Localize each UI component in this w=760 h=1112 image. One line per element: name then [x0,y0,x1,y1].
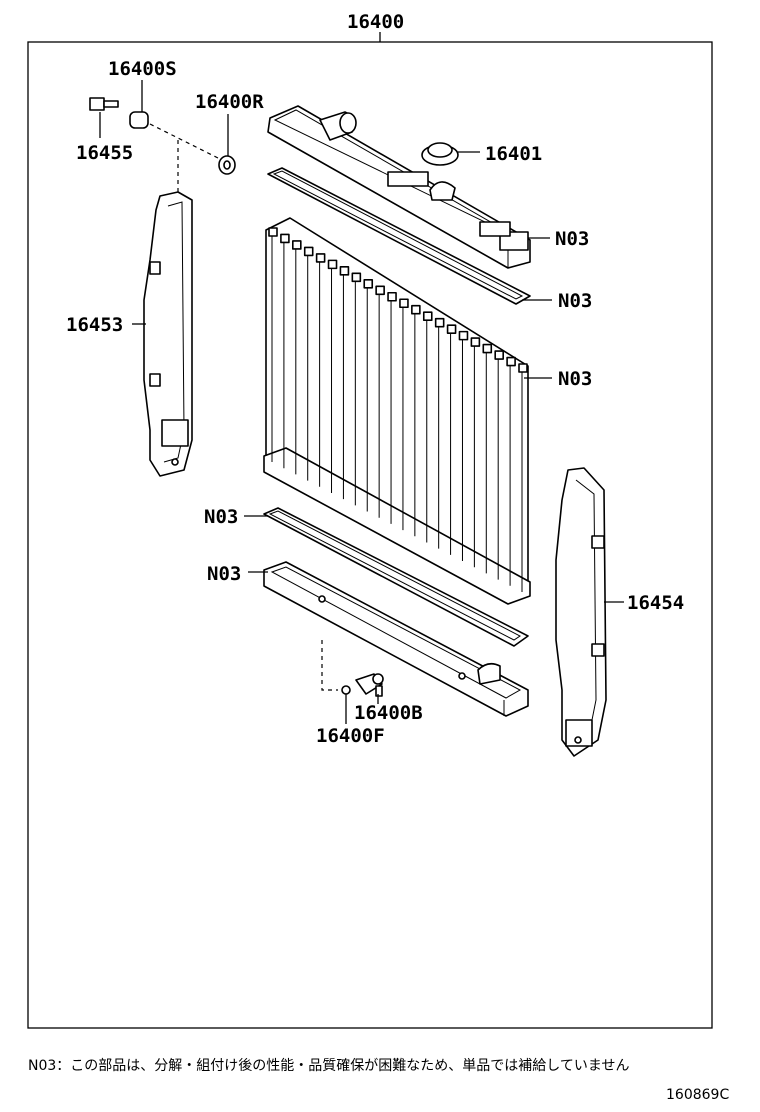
core-header-tab [399,298,409,309]
radiator-cap-icon [421,142,459,166]
core-header-tab [303,246,314,257]
core-header-tab [506,356,516,367]
label-n03-gasket-upper: N03 [558,290,592,312]
bolt-icon [89,97,119,111]
core-header-tab [518,363,528,373]
label-bolt: 16455 [76,142,133,164]
label-plug-r: 16400R [195,91,264,113]
label-assembly: 16400 [347,11,404,33]
label-support-right: 16454 [627,592,684,614]
label-n03-gasket-lower: N03 [204,506,238,528]
label-plug-s: 16400S [108,58,177,80]
drain-gasket-icon [341,685,351,695]
core-header-tab [363,279,374,289]
upper-tank [267,105,531,269]
radiator-core [263,217,531,605]
left-support-bracket [143,191,193,477]
label-support-left: 16453 [66,314,123,336]
core-header-tab [458,330,469,341]
core-header-tab [268,227,278,237]
lower-gasket [263,507,529,647]
core-header-tab [315,253,326,263]
cushion-plug-s-icon [129,111,149,129]
cushion-plug-r-icon [218,155,236,175]
core-header-tab [280,233,290,244]
core-header-tab [470,337,481,347]
core-header-tab [494,350,504,360]
label-n03-tank-lower: N03 [207,563,241,585]
label-drain-b: 16400B [354,702,423,724]
core-header-tab [292,240,302,250]
label-cap: 16401 [485,143,542,165]
core-header-tab [446,324,457,334]
upper-gasket [267,167,531,305]
label-n03-core: N03 [558,368,592,390]
footnote: N03：この部品は、分解・組付け後の性能・品質確保が困難なため、単品では補給して… [28,1058,630,1074]
label-drain-f: 16400F [316,725,385,747]
core-header-tab [434,317,445,328]
assembly-frame [27,32,713,1029]
drain-cock-icon [355,673,384,697]
core-header-tab [387,291,397,302]
core-header-tab [422,311,433,321]
leader-lines [99,80,624,724]
core-header-tab [351,272,362,283]
diagram-code: 160869C [666,1087,730,1103]
core-header-tab [327,259,338,270]
core-header-tab [375,285,385,296]
core-header-tab [339,266,350,276]
label-n03-tank-upper: N03 [555,228,589,250]
lower-tank [263,561,529,717]
core-header-tab [411,304,421,315]
right-support-bracket [555,467,607,757]
core-header-tab [482,343,493,354]
